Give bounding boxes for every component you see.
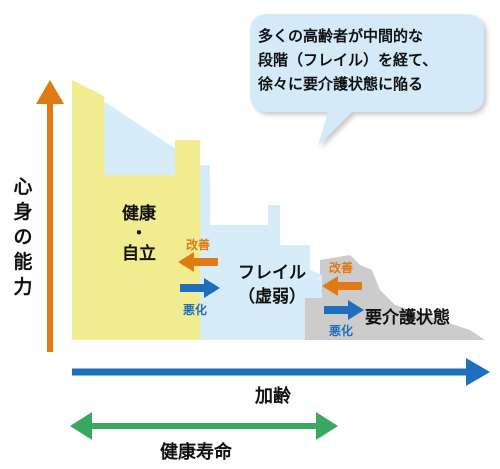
callout-line-1: 多くの高齢者が中間的な — [258, 27, 424, 45]
worsen-arrow-2-head — [348, 300, 364, 320]
improve-arrow-2-head — [322, 276, 338, 296]
lifespan-arrowhead-right — [316, 412, 338, 440]
callout-text: 多くの高齢者が中間的な 段階（フレイル）を経て、 徐々に要介護状態に陥る — [258, 24, 478, 96]
y-axis-arrowhead — [36, 80, 64, 104]
callout-line-3: 徐々に要介護状態に陥る — [258, 75, 424, 93]
care-region — [300, 255, 485, 340]
improve-label-2: 改善 — [329, 261, 354, 275]
y-axis-label: 心 身 の 能 力 — [13, 176, 33, 298]
improve-label-1: 改善 — [186, 238, 211, 252]
x-axis-arrowhead — [466, 358, 490, 386]
improve-arrow-1-head — [178, 252, 194, 272]
worsen-label-1: 悪化 — [183, 303, 208, 317]
worsen-label-2: 悪化 — [329, 324, 354, 338]
x-axis-label: 加齢 — [255, 386, 291, 407]
frailty-label: フレイル （虚弱） — [238, 263, 306, 307]
lifespan-label: 健康寿命 — [160, 442, 232, 463]
lifespan-arrowhead-left — [70, 412, 92, 440]
callout-line-2: 段階（フレイル）を経て、 — [258, 51, 438, 69]
speech-bubble — [250, 14, 484, 146]
worsen-arrow-1-head — [204, 278, 220, 298]
healthy-label: 健康 ・ 自立 — [122, 204, 156, 264]
healthy-region — [72, 80, 200, 340]
care-label: 要介護状態 — [365, 308, 450, 328]
